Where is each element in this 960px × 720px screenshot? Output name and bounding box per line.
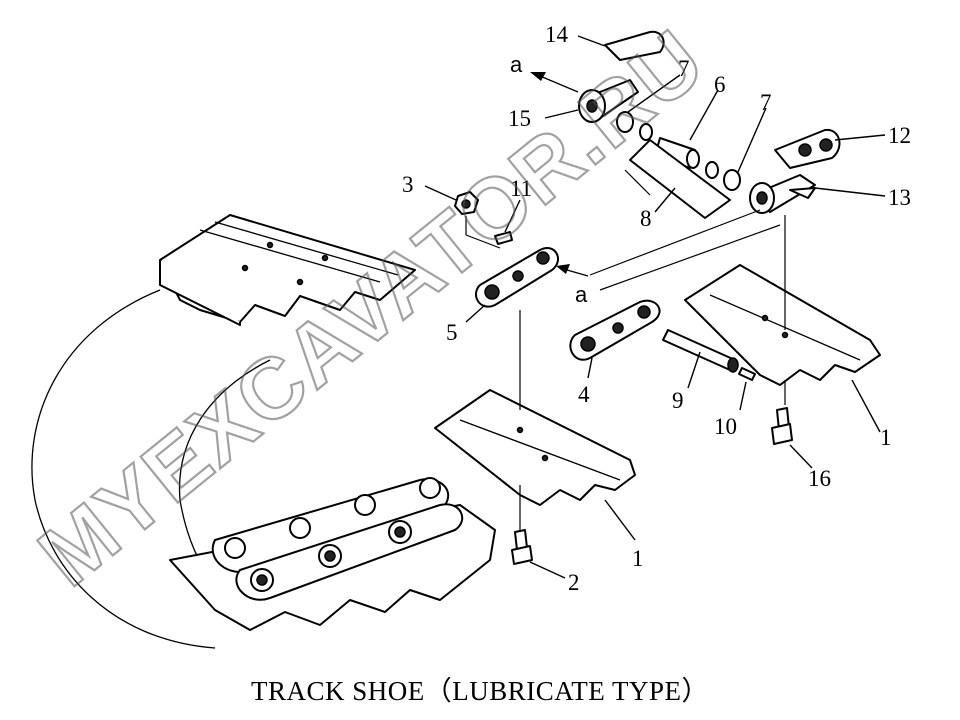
callout-8: 8 [640,206,652,231]
part-1-track-shoe-right [684,264,881,386]
callout-9: 9 [672,388,684,413]
arrow-a-top [530,72,579,93]
callout-1-right: 1 [880,425,892,450]
upper-track-shoe-edge [159,260,241,326]
callout-2: 2 [568,570,580,595]
callout-16: 16 [808,466,831,491]
diagram-caption: TRACK SHOE（LUBRICATE TYPE） [251,676,709,706]
track-chain-assembly [31,214,496,649]
callout-6: 6 [714,72,726,97]
arrow-a-middle [556,264,589,277]
track-loop-outline-left [31,289,216,649]
callout-1-center: 1 [632,546,644,571]
upper-track-shoe [159,214,416,323]
assembly-lines [465,169,786,530]
callout-4: 4 [578,382,590,407]
arrow-label-a-top: a [510,52,523,77]
callout-7-left: 7 [678,56,690,81]
track-loop-outline-inner [178,359,271,571]
callout-7-right: 7 [760,90,772,115]
callout-15: 15 [508,106,531,131]
callout-5: 5 [446,320,458,345]
callout-leaders [424,35,886,579]
upper-shoe-grousers [199,221,399,283]
callout-3: 3 [402,172,414,197]
callout-11: 11 [510,176,532,201]
callout-14: 14 [545,22,569,47]
callout-12: 12 [888,123,911,148]
part-7-seal-right [723,169,741,191]
part-11-bolt [494,231,513,245]
callout-10: 10 [714,414,737,439]
callout-13: 13 [888,185,911,210]
part-8-spacer-plate [629,139,731,219]
arrow-label-a-middle: a [575,282,588,307]
part-10-spacer-pin [738,367,756,381]
part-7-seal-left [616,111,634,133]
part-14-master-link [604,30,665,61]
